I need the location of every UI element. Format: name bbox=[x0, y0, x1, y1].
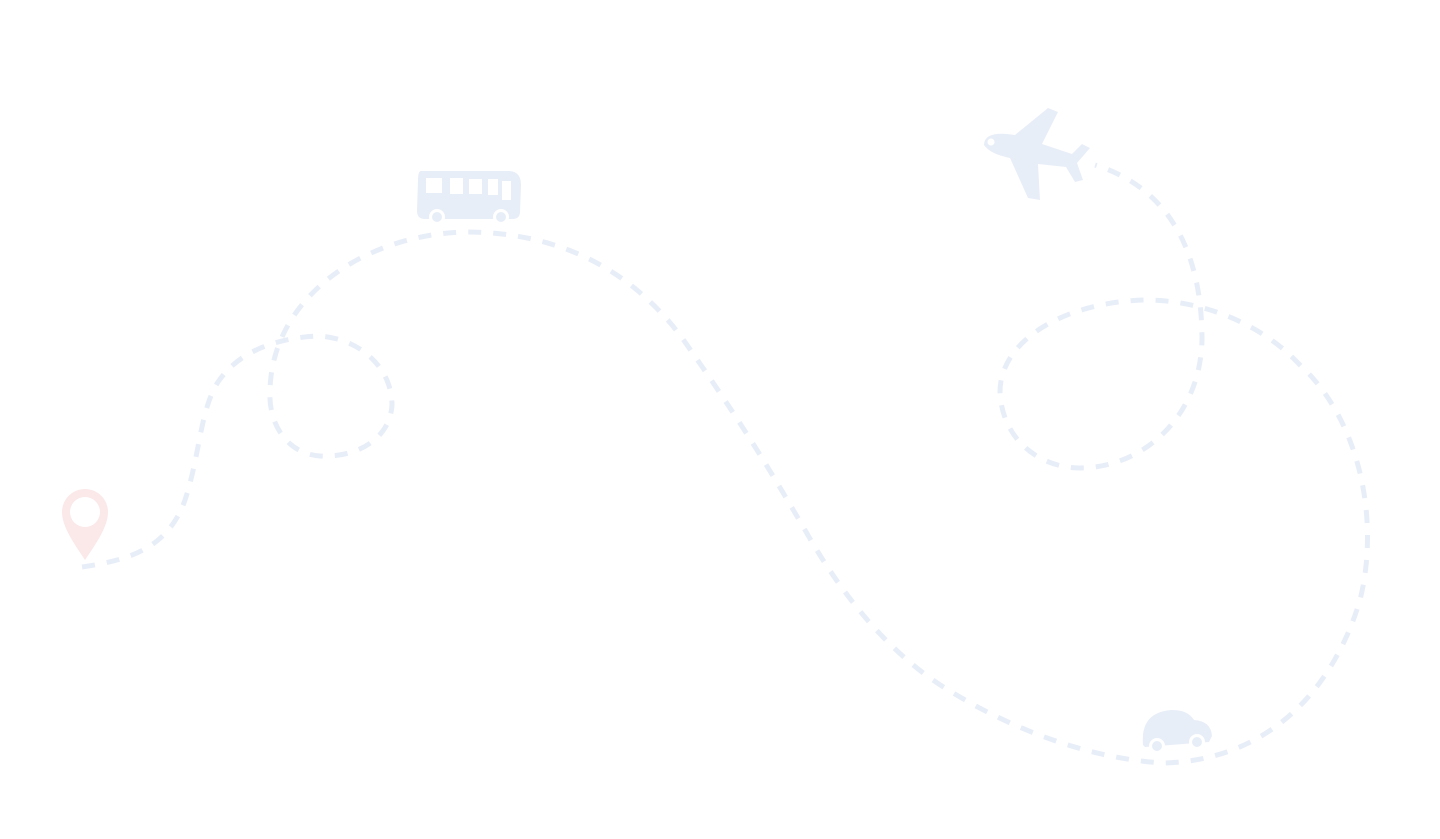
bus-hub-front bbox=[432, 212, 442, 222]
car-hub-front bbox=[1152, 741, 1162, 751]
dashed-route-path bbox=[81, 162, 1370, 766]
airplane-icon bbox=[984, 108, 1090, 200]
car-icon bbox=[1142, 710, 1212, 754]
pin-hole bbox=[70, 497, 100, 527]
bus-icon bbox=[417, 171, 521, 225]
plane-window bbox=[987, 138, 995, 146]
car-hub-rear bbox=[1192, 737, 1202, 747]
map-pin-icon bbox=[62, 489, 108, 560]
bus-windows bbox=[426, 178, 511, 200]
bus-hub-rear bbox=[496, 212, 506, 222]
